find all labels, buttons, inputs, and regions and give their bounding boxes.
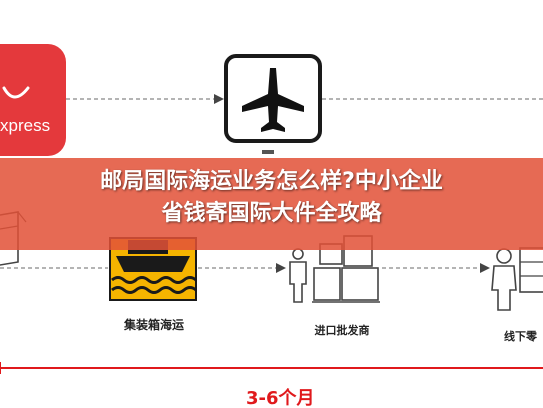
title-banner xyxy=(0,158,543,250)
warehouse-worker-icon xyxy=(289,235,380,303)
sea-flow-line xyxy=(0,263,490,273)
airplane-icon xyxy=(224,54,322,143)
express-logo xyxy=(0,44,66,156)
retailer-icon xyxy=(491,247,543,311)
importer-step-label: 进口批发商 xyxy=(314,324,370,337)
express-logo-text: xpress xyxy=(0,116,51,135)
timeline-bar xyxy=(0,362,543,374)
air-label-mark xyxy=(262,150,274,154)
timeline-label: 3-6个月 xyxy=(246,388,315,408)
retail-step-label: 线下零 xyxy=(504,330,537,343)
banner-title-line1: 邮局国际海运业务怎么样?中小企业 xyxy=(100,169,443,194)
ship-step-label: 集装箱海运 xyxy=(123,318,184,332)
air-flow-line xyxy=(66,94,543,104)
banner-title-line2: 省钱寄国际大件全攻略 xyxy=(161,201,382,226)
banner-title: 邮局国际海运业务怎么样?中小企业 省钱寄国际大件全攻略 xyxy=(0,166,543,230)
